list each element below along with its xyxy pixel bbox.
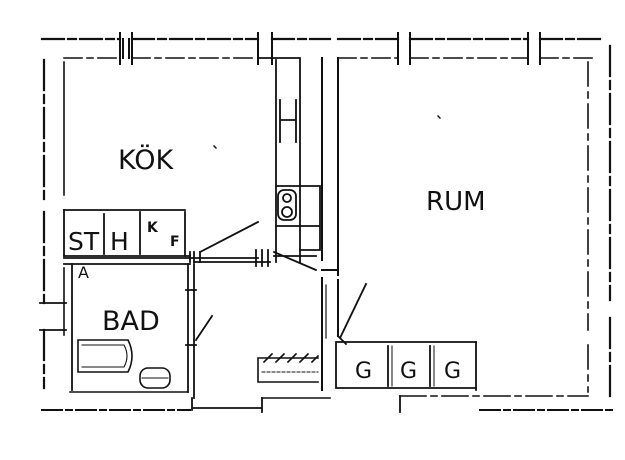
wall-center (321, 57, 339, 391)
fixture-label-k: K (147, 220, 159, 236)
kitchen-cabinets (63, 209, 191, 257)
outer-wall-right (587, 44, 612, 400)
kitchen-counter (257, 57, 321, 263)
room-label-kok: KÖK (118, 144, 174, 176)
wardrobe-label-3: G (444, 359, 461, 384)
fixture-label-st: ST (68, 227, 100, 256)
outer-wall-top (40, 37, 602, 59)
wardrobe (335, 341, 477, 391)
room-label-rum: RUM (426, 187, 486, 217)
wardrobe-label-2: G (400, 359, 417, 384)
hall-radiator (257, 352, 320, 383)
fixture-label-a: A (78, 263, 89, 282)
specks (213, 115, 441, 149)
outer-wall-left (39, 58, 67, 390)
bathroom-walls (71, 263, 214, 399)
bathroom-fixtures (77, 339, 171, 389)
hall-wall (63, 249, 318, 272)
fixture-label-h: H (110, 227, 129, 256)
wardrobe-label-1: G (355, 359, 372, 384)
outer-wall-bottom (41, 391, 613, 413)
room-label-bad: BAD (102, 306, 160, 337)
fixture-label-f: F (170, 234, 180, 250)
room-door (336, 282, 368, 346)
windows-top (119, 32, 541, 65)
kitchen-door (189, 220, 260, 263)
